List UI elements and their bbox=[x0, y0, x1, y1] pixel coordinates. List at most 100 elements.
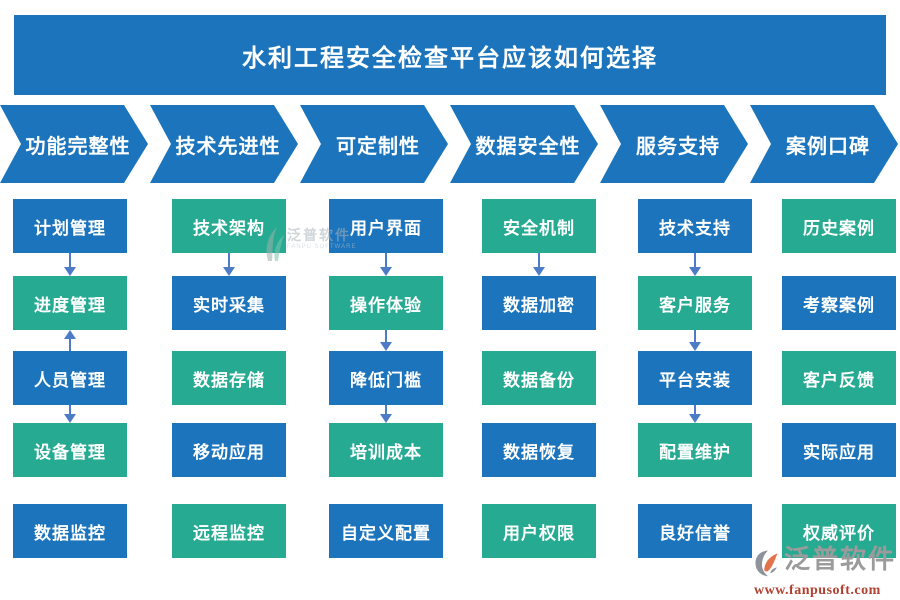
page-title: 水利工程安全检查平台应该如何选择 bbox=[242, 44, 658, 72]
item-box-label: 进度管理 bbox=[34, 295, 106, 315]
item-box: 远程监控 bbox=[172, 504, 286, 558]
category-header-6: 案例口碑 bbox=[750, 105, 898, 183]
item-box: 数据存储 bbox=[172, 351, 286, 405]
category-header-2: 技术先进性 bbox=[150, 105, 298, 183]
item-box-label: 数据加密 bbox=[503, 295, 575, 315]
arrow-down-icon bbox=[380, 253, 392, 276]
item-box-label: 实时采集 bbox=[193, 295, 265, 315]
item-box: 用户权限 bbox=[482, 504, 596, 558]
item-box-label: 安全机制 bbox=[503, 218, 575, 238]
arrow-down-icon bbox=[64, 405, 76, 423]
arrow-line bbox=[694, 253, 696, 268]
arrow-line bbox=[694, 405, 696, 415]
item-box: 实时采集 bbox=[172, 276, 286, 330]
item-box-label: 技术架构 bbox=[193, 218, 265, 238]
item-box: 数据恢复 bbox=[482, 423, 596, 477]
arrow-down-icon bbox=[689, 405, 701, 423]
category-header-label: 数据安全性 bbox=[475, 135, 581, 158]
arrow-line bbox=[228, 253, 230, 268]
fanpu-logo-icon bbox=[755, 550, 778, 577]
arrow-line bbox=[538, 253, 540, 268]
item-box: 数据监控 bbox=[13, 504, 127, 558]
fanpu-logo-text: 泛普软件 bbox=[783, 544, 896, 574]
item-box: 进度管理 bbox=[13, 276, 127, 330]
arrow-down-icon bbox=[380, 330, 392, 351]
arrow-line bbox=[69, 253, 71, 268]
arrow-up-icon bbox=[64, 330, 76, 351]
item-box-label: 考察案例 bbox=[803, 295, 875, 315]
item-box: 降低门槛 bbox=[329, 351, 443, 405]
arrow-line bbox=[69, 338, 71, 351]
arrow-down-icon bbox=[689, 330, 701, 351]
category-header-4: 数据安全性 bbox=[450, 105, 598, 183]
item-box-label: 人员管理 bbox=[34, 370, 106, 390]
item-box-label: 数据备份 bbox=[503, 370, 575, 390]
item-box: 客户反馈 bbox=[782, 351, 896, 405]
item-box: 实际应用 bbox=[782, 423, 896, 477]
item-box: 设备管理 bbox=[13, 423, 127, 477]
item-box-label: 移动应用 bbox=[193, 442, 265, 462]
item-box-label: 远程监控 bbox=[193, 523, 265, 543]
item-box: 培训成本 bbox=[329, 423, 443, 477]
item-box: 平台安装 bbox=[638, 351, 752, 405]
arrow-line bbox=[69, 405, 71, 415]
item-box-label: 培训成本 bbox=[350, 442, 422, 462]
item-box: 人员管理 bbox=[13, 351, 127, 405]
item-box-label: 平台安装 bbox=[659, 370, 731, 390]
item-box: 移动应用 bbox=[172, 423, 286, 477]
item-box-label: 降低门槛 bbox=[350, 370, 422, 390]
item-box: 技术支持 bbox=[638, 199, 752, 253]
item-box-label: 历史案例 bbox=[803, 218, 875, 238]
item-box-label: 配置维护 bbox=[659, 442, 731, 462]
category-header-label: 可定制性 bbox=[336, 135, 420, 158]
item-box-label: 权威评价 bbox=[803, 523, 875, 543]
item-box: 操作体验 bbox=[329, 276, 443, 330]
item-box: 计划管理 bbox=[13, 199, 127, 253]
arrow-line bbox=[694, 330, 696, 343]
item-box: 客户服务 bbox=[638, 276, 752, 330]
item-box-label: 自定义配置 bbox=[341, 523, 431, 543]
category-header-label: 功能完整性 bbox=[25, 135, 131, 158]
item-box-label: 用户权限 bbox=[503, 523, 575, 543]
arrow-line bbox=[385, 253, 387, 268]
fanpu-logo-url: www.fanpusoft.com bbox=[754, 583, 881, 598]
item-box: 良好信誉 bbox=[638, 504, 752, 558]
category-header-3: 可定制性 bbox=[300, 105, 448, 183]
item-box: 技术架构 bbox=[172, 199, 286, 253]
item-box-label: 用户界面 bbox=[350, 218, 422, 238]
item-box: 自定义配置 bbox=[329, 504, 443, 558]
item-box-label: 客户服务 bbox=[659, 295, 731, 315]
item-box: 配置维护 bbox=[638, 423, 752, 477]
fanpu-logo: 泛普软件 www.fanpusoft.com bbox=[754, 544, 896, 599]
item-box: 数据备份 bbox=[482, 351, 596, 405]
category-header-label: 技术先进性 bbox=[175, 135, 281, 158]
title-banner: 水利工程安全检查平台应该如何选择 bbox=[14, 15, 886, 95]
item-box: 数据加密 bbox=[482, 276, 596, 330]
arrow-down-icon bbox=[533, 253, 545, 276]
item-box-label: 客户反馈 bbox=[803, 370, 875, 390]
item-box-label: 数据监控 bbox=[34, 523, 106, 543]
item-box: 安全机制 bbox=[482, 199, 596, 253]
item-box-label: 计划管理 bbox=[34, 218, 106, 238]
category-header-label: 服务支持 bbox=[636, 135, 720, 158]
arrow-down-icon bbox=[380, 405, 392, 423]
item-box-label: 技术支持 bbox=[659, 218, 731, 238]
item-box: 考察案例 bbox=[782, 276, 896, 330]
category-header-5: 服务支持 bbox=[600, 105, 748, 183]
item-box: 权威评价 bbox=[782, 504, 896, 558]
arrow-down-icon bbox=[689, 253, 701, 276]
arrow-line bbox=[385, 330, 387, 343]
item-box-label: 设备管理 bbox=[34, 442, 106, 462]
arrow-down-icon bbox=[64, 253, 76, 276]
item-box-label: 实际应用 bbox=[803, 442, 875, 462]
item-box-label: 数据恢复 bbox=[503, 442, 575, 462]
arrow-line bbox=[385, 405, 387, 415]
item-box: 用户界面 bbox=[329, 199, 443, 253]
item-box-label: 良好信誉 bbox=[659, 523, 731, 543]
arrow-down-icon bbox=[223, 253, 235, 276]
item-box: 历史案例 bbox=[782, 199, 896, 253]
item-box-label: 数据存储 bbox=[193, 370, 265, 390]
item-box-label: 操作体验 bbox=[350, 295, 422, 315]
category-header-1: 功能完整性 bbox=[0, 105, 148, 183]
